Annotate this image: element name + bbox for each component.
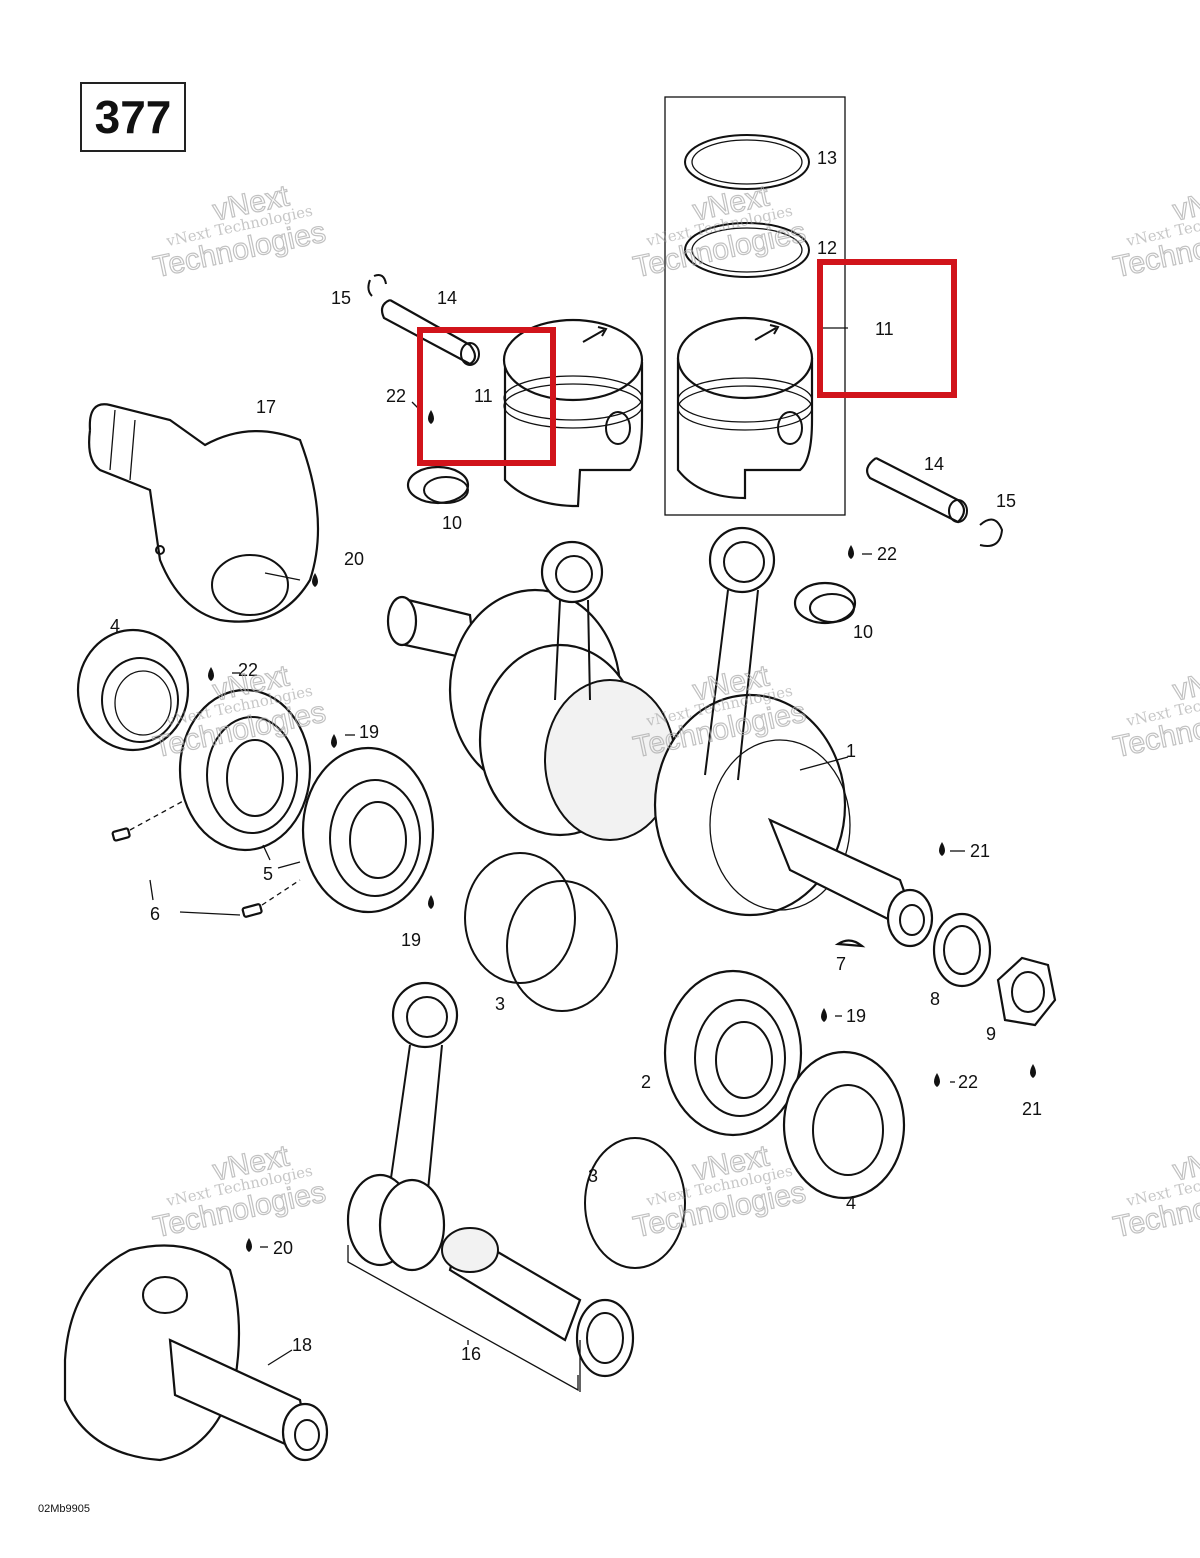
piston-pin-clip-right[interactable] (979, 518, 1004, 547)
crankshaft-nut[interactable] (996, 956, 1057, 1027)
woodruff-key[interactable] (834, 939, 866, 948)
callout-16: 16 (461, 1344, 481, 1364)
piston-right[interactable] (676, 316, 814, 500)
callout-20-a: 20 (344, 549, 364, 569)
connecting-rod-front[interactable] (540, 540, 604, 701)
ball-bearing-center[interactable] (301, 746, 435, 914)
callout-19-a: 19 (359, 722, 379, 742)
callout-15-right: 15 (996, 491, 1016, 511)
dowel-pins[interactable] (111, 799, 301, 918)
page-number-box: 377 (80, 82, 186, 152)
highlight-box-right (817, 259, 957, 398)
callout-3-lower: 3 (588, 1166, 598, 1186)
callout-17: 17 (256, 397, 276, 417)
o-ring-upper[interactable] (464, 852, 618, 1012)
drawing-code: 02Mb9905 (38, 1503, 90, 1515)
callout-19-b: 19 (401, 930, 421, 950)
callout-14-left: 14 (437, 288, 457, 308)
callout-5-a: 5 (263, 864, 273, 884)
callout-11-right: 11 (875, 319, 894, 339)
callout-12: 12 (817, 238, 837, 258)
callout-4-right: 4 (846, 1193, 856, 1213)
needle-bearing-small-end-right[interactable] (793, 581, 857, 625)
connecting-rod-kit[interactable] (346, 981, 635, 1392)
piston-ring-top[interactable] (684, 134, 810, 190)
callout-15-left: 15 (331, 288, 351, 308)
callout-20-b: 20 (273, 1238, 293, 1258)
callout-21-a: 21 (970, 841, 990, 861)
callout-9: 9 (986, 1024, 996, 1044)
callout-19-c: 19 (846, 1006, 866, 1026)
piston-kit-frame (664, 96, 846, 516)
connecting-rod-rear[interactable] (704, 526, 776, 781)
ball-bearing-left[interactable] (178, 688, 312, 852)
callout-22-d: 22 (958, 1072, 978, 1092)
highlight-box-left (417, 327, 556, 466)
ball-bearing-right[interactable] (663, 969, 803, 1137)
callout-14-right: 14 (924, 454, 944, 474)
callout-2: 2 (641, 1072, 651, 1092)
oil-seal-left[interactable] (76, 628, 190, 752)
callout-10-left: 10 (442, 513, 462, 533)
callout-22-c: 22 (238, 660, 258, 680)
callout-1: 1 (846, 741, 856, 761)
crank-half-pto[interactable] (88, 403, 320, 623)
callout-22-a: 22 (386, 386, 406, 406)
callout-11-left: 11 (474, 386, 493, 406)
callout-13: 13 (817, 148, 837, 168)
piston-pin-clip-left[interactable] (367, 274, 387, 297)
o-ring-lower[interactable] (584, 1137, 686, 1269)
oil-seal-right[interactable] (782, 1050, 906, 1200)
needle-bearing-small-end-left[interactable] (406, 465, 470, 505)
callout-22-b: 22 (877, 544, 897, 564)
callout-8: 8 (930, 989, 940, 1009)
crankshaft-assembly[interactable] (386, 588, 934, 948)
callout-18: 18 (292, 1335, 312, 1355)
lubricant-drop-icons (208, 410, 1036, 1252)
lock-washer[interactable] (932, 912, 992, 988)
crank-half-mag[interactable] (63, 1244, 329, 1462)
callout-21-b: 21 (1022, 1099, 1042, 1119)
callout-7: 7 (836, 954, 846, 974)
callout-6: 6 (150, 904, 160, 924)
piston-left[interactable] (502, 318, 644, 508)
callout-3-upper: 3 (495, 994, 505, 1014)
piston-ring-second[interactable] (684, 222, 810, 278)
callout-labels: 13 12 11 11 15 14 22 10 14 15 17 20 22 1… (110, 148, 1042, 1364)
callout-4-left: 4 (110, 616, 120, 636)
leader-lines (149, 327, 965, 1392)
piston-pin-right[interactable] (866, 457, 968, 524)
callout-10-right: 10 (853, 622, 873, 642)
